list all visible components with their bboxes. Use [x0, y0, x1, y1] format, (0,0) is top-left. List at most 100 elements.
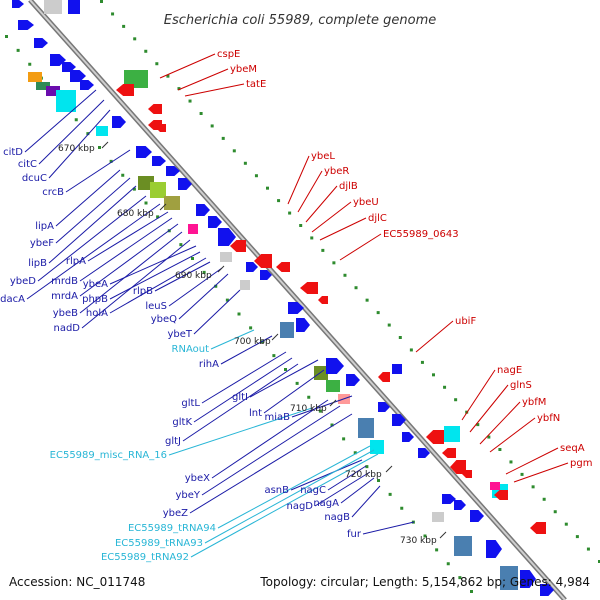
- gc-dot: [155, 62, 159, 66]
- gene-label-fur[interactable]: fur: [347, 529, 362, 540]
- gene-arrow: [246, 262, 258, 272]
- gc-dot: [342, 437, 346, 441]
- gc-dot: [16, 48, 20, 52]
- gene-label-rlpA[interactable]: rlpA: [66, 256, 86, 267]
- gene-label-ybeF[interactable]: ybeF: [30, 238, 54, 249]
- gene-label-pgm[interactable]: pgm: [570, 458, 592, 469]
- gene-arrow: [230, 240, 246, 252]
- gene-label-gltI[interactable]: gltI: [232, 392, 248, 403]
- gene-arrow: [18, 20, 34, 30]
- gene-label-lipA[interactable]: lipA: [35, 221, 54, 232]
- leader-line: [469, 384, 509, 433]
- gene-label-ybeQ[interactable]: ybeQ: [151, 314, 177, 325]
- tick-mark: [159, 203, 167, 211]
- rna-label-RNAout[interactable]: RNAout: [172, 344, 210, 355]
- gene-arrow: [392, 414, 406, 426]
- gene-label-mrdA[interactable]: mrdA: [51, 291, 78, 302]
- tick-label: 690 kbp: [175, 271, 212, 281]
- gene-label-citC[interactable]: citC: [18, 159, 37, 170]
- gene-label-ybeX[interactable]: ybeX: [185, 473, 210, 484]
- gene-label-mrdB[interactable]: mrdB: [51, 276, 78, 287]
- gene-arrow: [80, 80, 94, 90]
- gc-dot: [432, 373, 435, 377]
- gene-label-cspE[interactable]: cspE: [217, 49, 240, 60]
- gene-label-leuS[interactable]: leuS: [145, 301, 167, 312]
- gene-label-lnt[interactable]: lnt: [249, 408, 262, 419]
- tick-label: 710 kbp: [290, 404, 327, 414]
- gene-label-nadD[interactable]: nadD: [53, 323, 80, 334]
- gene-label-lipB[interactable]: lipB: [28, 258, 47, 269]
- feature-block: [454, 536, 472, 556]
- gene-label-miaB[interactable]: miaB: [264, 412, 290, 423]
- gc-dot: [423, 534, 427, 538]
- gc-dot: [214, 284, 218, 288]
- gene-label-holA[interactable]: holA: [86, 308, 108, 319]
- leader-line: [79, 223, 179, 297]
- leader-line: [182, 363, 299, 442]
- gc-dot: [564, 522, 568, 526]
- feature-block: [220, 252, 232, 262]
- gene-label-EC55989_0643[interactable]: EC55989_0643: [383, 229, 459, 240]
- gene-arrow: [530, 522, 546, 534]
- label-leader-lines: [24, 53, 569, 558]
- rna-label-EC55989_tRNA93[interactable]: EC55989_tRNA93: [115, 538, 203, 549]
- gene-label-citD[interactable]: citD: [3, 147, 23, 158]
- gene-label-gltJ[interactable]: gltJ: [165, 436, 181, 447]
- gene-arrow: [288, 302, 304, 314]
- gene-label-ybeY[interactable]: ybeY: [175, 490, 200, 501]
- gene-label-ybeL[interactable]: ybeL: [311, 151, 335, 162]
- gc-dot: [28, 62, 32, 66]
- gc-dot: [177, 87, 181, 91]
- gene-label-nagB[interactable]: nagB: [324, 512, 350, 523]
- gene-arrow: [318, 296, 328, 304]
- gene-label-nagE[interactable]: nagE: [497, 365, 522, 376]
- gc-dot: [277, 199, 281, 203]
- gene-label-dacA[interactable]: dacA: [0, 294, 25, 305]
- gene-label-asnB[interactable]: asnB: [264, 485, 289, 496]
- leader-line: [79, 217, 173, 282]
- gene-label-ybfN[interactable]: ybfN: [537, 413, 560, 424]
- gene-label-djlB[interactable]: djlB: [339, 181, 358, 192]
- gene-arrow: [166, 166, 180, 176]
- gene-label-gltK[interactable]: gltK: [172, 417, 192, 428]
- gene-label-dcuC[interactable]: dcuC: [22, 173, 47, 184]
- gene-label-crcB[interactable]: crcB: [42, 187, 64, 198]
- gene-arrow: [300, 282, 318, 294]
- gene-label-seqA[interactable]: seqA: [560, 443, 585, 454]
- gc-dot: [295, 381, 299, 385]
- gene-label-ybeM[interactable]: ybeM: [230, 64, 257, 75]
- rna-label-EC55989_tRNA94[interactable]: EC55989_tRNA94: [128, 523, 216, 534]
- gene-label-phpB[interactable]: phpB: [82, 294, 108, 305]
- gene-label-djlC[interactable]: djlC: [368, 213, 387, 224]
- gene-label-ybeT[interactable]: ybeT: [167, 329, 192, 340]
- gc-dot: [332, 261, 336, 265]
- gene-label-ybeD[interactable]: ybeD: [10, 276, 36, 287]
- gene-label-gltL[interactable]: gltL: [181, 398, 200, 409]
- gene-label-ybeU[interactable]: ybeU: [353, 197, 379, 208]
- gene-label-nagD[interactable]: nagD: [286, 501, 313, 512]
- leader-line: [79, 231, 183, 314]
- feature-block: [326, 380, 340, 392]
- tick-label: 680 kbp: [117, 209, 154, 219]
- gene-label-nagA[interactable]: nagA: [313, 498, 339, 509]
- gene-label-nagC[interactable]: nagC: [300, 485, 326, 496]
- gene-label-ubiF[interactable]: ubiF: [455, 316, 476, 327]
- gene-label-rihA[interactable]: rihA: [199, 359, 219, 370]
- rna-label-EC55989_misc_RNA_16[interactable]: EC55989_misc_RNA_16: [50, 450, 167, 461]
- leader-line: [109, 257, 207, 314]
- tick-mark: [385, 465, 393, 473]
- gc-dot: [191, 257, 194, 260]
- gene-label-ybeR[interactable]: ybeR: [324, 166, 349, 177]
- gc-dot: [458, 576, 462, 580]
- gene-label-ybfM[interactable]: ybfM: [522, 397, 546, 408]
- gene-label-glnS[interactable]: glnS: [510, 380, 532, 391]
- gene-label-ybeA[interactable]: ybeA: [83, 279, 108, 290]
- rna-label-EC55989_tRNA92[interactable]: EC55989_tRNA92: [101, 552, 189, 563]
- feature-block: [392, 364, 402, 374]
- gene-label-tatE[interactable]: tatE: [246, 79, 266, 90]
- gc-dot: [454, 398, 458, 402]
- gene-label-rlpB[interactable]: rlpB: [133, 286, 153, 297]
- gene-label-ybeB[interactable]: ybeB: [53, 308, 78, 319]
- gene-label-ybeZ[interactable]: ybeZ: [163, 508, 188, 519]
